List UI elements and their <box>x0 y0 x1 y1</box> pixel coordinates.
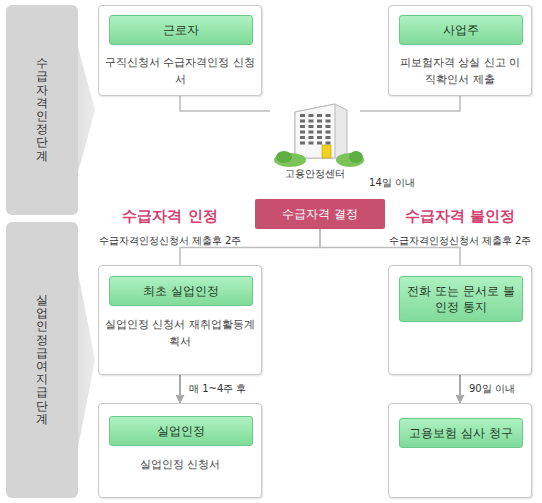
decision-box: 수급자격 결정 <box>255 199 385 229</box>
connector-line <box>320 229 460 265</box>
step-box: 실업인정 신청서 재취업활동계획서 최초 실업인정 <box>98 265 262 375</box>
edge-label: 90일 이내 <box>467 382 517 396</box>
stage-band: 실업인정 급여지급 단계 <box>6 222 78 498</box>
box-title: 실업인정 <box>157 423 205 439</box>
box-title: 최초 실업인정 <box>143 283 219 299</box>
box-text: 실업인정 신청서 <box>99 456 261 473</box>
result-title: 수급자격 인정 <box>122 207 217 226</box>
result-note: 수급자격인정신청서 제출후 2주 <box>389 234 532 248</box>
building-window <box>317 131 322 134</box>
building-window <box>326 120 331 123</box>
actor-box: 구직신청서 수급자격인정 신청서 근로자 <box>98 5 262 96</box>
edge-label: 매 1~4주 후 <box>187 382 248 396</box>
office-building: 고용안정센터 <box>270 103 360 181</box>
building-window <box>326 114 331 117</box>
flow-arrow <box>179 375 181 403</box>
box-title: 고용보험 심사 청구 <box>409 425 513 441</box>
step-header: 실업인정 <box>109 416 253 446</box>
connector-line <box>180 96 270 111</box>
box-title: 사업주 <box>443 22 479 38</box>
actor-box: 피보험자격 상실 신고 이직확인서 제출 사업주 <box>388 5 532 96</box>
building-window <box>300 120 305 123</box>
box-text: 구직신청서 수급자격인정 신청서 <box>99 54 261 88</box>
building-window <box>326 136 331 139</box>
flow-arrow <box>459 375 461 403</box>
step-header: 최초 실업인정 <box>109 276 253 306</box>
building-window <box>300 131 305 134</box>
building-window <box>317 136 322 139</box>
building-window <box>309 114 314 117</box>
building-window <box>309 120 314 123</box>
stage-band: 수급자격 인정 단계 <box>6 5 78 215</box>
connector-line <box>360 96 460 111</box>
box-title: 전화 또는 문서로 불인정 통지 <box>406 283 516 315</box>
building-window <box>326 142 331 145</box>
building-window <box>309 131 314 134</box>
building-window <box>317 142 322 145</box>
building-window <box>326 125 331 128</box>
step-box: 실업인정 신청서 실업인정 <box>98 403 262 498</box>
step-header: 전화 또는 문서로 불인정 통지 <box>399 276 523 322</box>
box-text: 수급자격 결정 <box>282 206 358 223</box>
result-title: 수급자격 불인정 <box>405 207 515 226</box>
result-note: 수급자격인정신청서 제출후 2주 <box>99 234 242 248</box>
building-window <box>300 142 305 145</box>
connector-line <box>180 229 320 265</box>
building-window <box>309 125 314 128</box>
building-window <box>300 114 305 117</box>
building-window <box>309 136 314 139</box>
box-text: 고용안정센터 <box>284 167 346 181</box>
time-note: 14일 이내 <box>369 176 415 190</box>
building-window <box>300 125 305 128</box>
step-box: 고용보험 심사 청구 <box>388 403 532 498</box>
building-window <box>300 136 305 139</box>
box-text: 실업인정 신청서 재취업활동계획서 <box>99 316 261 350</box>
box-title: 근로자 <box>163 22 199 38</box>
actor-header: 사업주 <box>399 15 523 45</box>
step-header: 고용보험 심사 청구 <box>399 418 523 448</box>
stage-text: 실업인정 급여지급 단계 <box>36 294 48 426</box>
building-window <box>317 114 322 117</box>
building-window <box>309 142 314 145</box>
actor-header: 근로자 <box>109 15 253 45</box>
building-window <box>317 125 322 128</box>
building-window <box>326 131 331 134</box>
step-box: 전화 또는 문서로 불인정 통지 <box>388 265 532 375</box>
building-illustration <box>274 104 364 167</box>
box-text: 피보험자격 상실 신고 이직확인서 제출 <box>389 54 531 88</box>
stage-text: 수급자격 인정 단계 <box>36 57 48 163</box>
building-window <box>317 120 322 123</box>
